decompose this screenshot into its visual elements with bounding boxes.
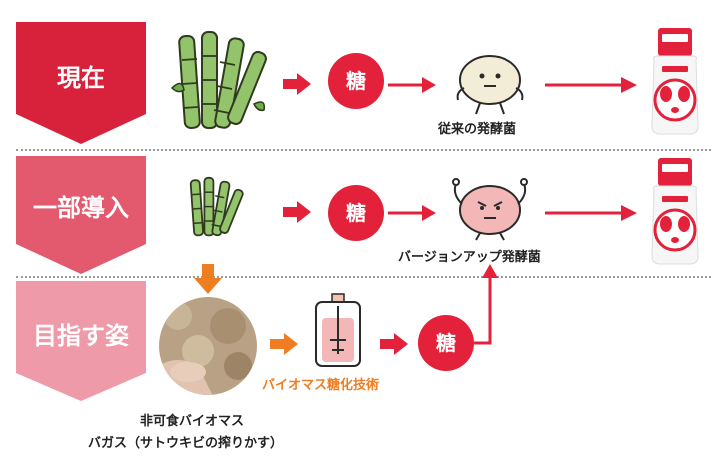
stage-banner-current <box>16 22 146 144</box>
arrow-cane-to-sugar-1 <box>283 73 311 95</box>
svg-text:糖: 糖 <box>436 331 456 355</box>
arrow-sugar-to-yeast-2 <box>388 205 436 221</box>
stage-banner-goal <box>16 281 146 401</box>
caption-biomass-line2: バガス（サトウキビの搾りかす） <box>88 436 284 451</box>
row-divider-1 <box>16 149 711 151</box>
svg-text:糖: 糖 <box>346 201 366 225</box>
arrow-sugar-to-yeast-1 <box>388 77 436 93</box>
caption-upgraded-yeast: バージョンアップ発酵菌 <box>398 250 541 265</box>
arrow-yeast-to-product-1 <box>545 77 637 93</box>
arrow-cane-to-sugar-2 <box>283 201 311 223</box>
arrow-bagasse-to-process <box>270 333 298 355</box>
yeast-upgraded-icon <box>452 178 528 241</box>
bagasse-photo <box>159 297 257 395</box>
sugar-badge-2: 糖 <box>328 185 384 241</box>
arrow-process-to-sugar <box>380 333 408 355</box>
stage-label-goal: 目指す姿 <box>33 322 129 350</box>
caption-conventional-yeast: 従来の発酵菌 <box>438 122 517 137</box>
row-divider-2 <box>16 276 711 278</box>
arrow-sugar-to-upgraded-yeast <box>474 264 498 345</box>
sugarcane-small-icon <box>189 176 244 237</box>
seasoning-bottle-icon <box>651 28 699 135</box>
stage-label-current: 現在 <box>57 64 105 92</box>
seasoning-bottle-icon-2 <box>651 158 699 265</box>
arrow-yeast-to-product-2 <box>545 205 637 221</box>
arrow-cane-to-bagasse <box>194 264 222 294</box>
sugar-badge-3: 糖 <box>418 315 474 371</box>
sugarcane-icon <box>170 31 267 129</box>
svg-text:糖: 糖 <box>346 69 366 93</box>
caption-biomass-line1: 非可食バイオマス <box>140 414 245 429</box>
yeast-conventional-icon <box>456 55 524 115</box>
stage-label-partial: 一部導入 <box>33 194 129 222</box>
caption-saccharification: バイオマス糖化技術 <box>262 378 380 393</box>
stage-banner-partial <box>16 156 146 274</box>
sugar-badge-1: 糖 <box>328 53 384 109</box>
reactor-icon <box>315 293 361 367</box>
